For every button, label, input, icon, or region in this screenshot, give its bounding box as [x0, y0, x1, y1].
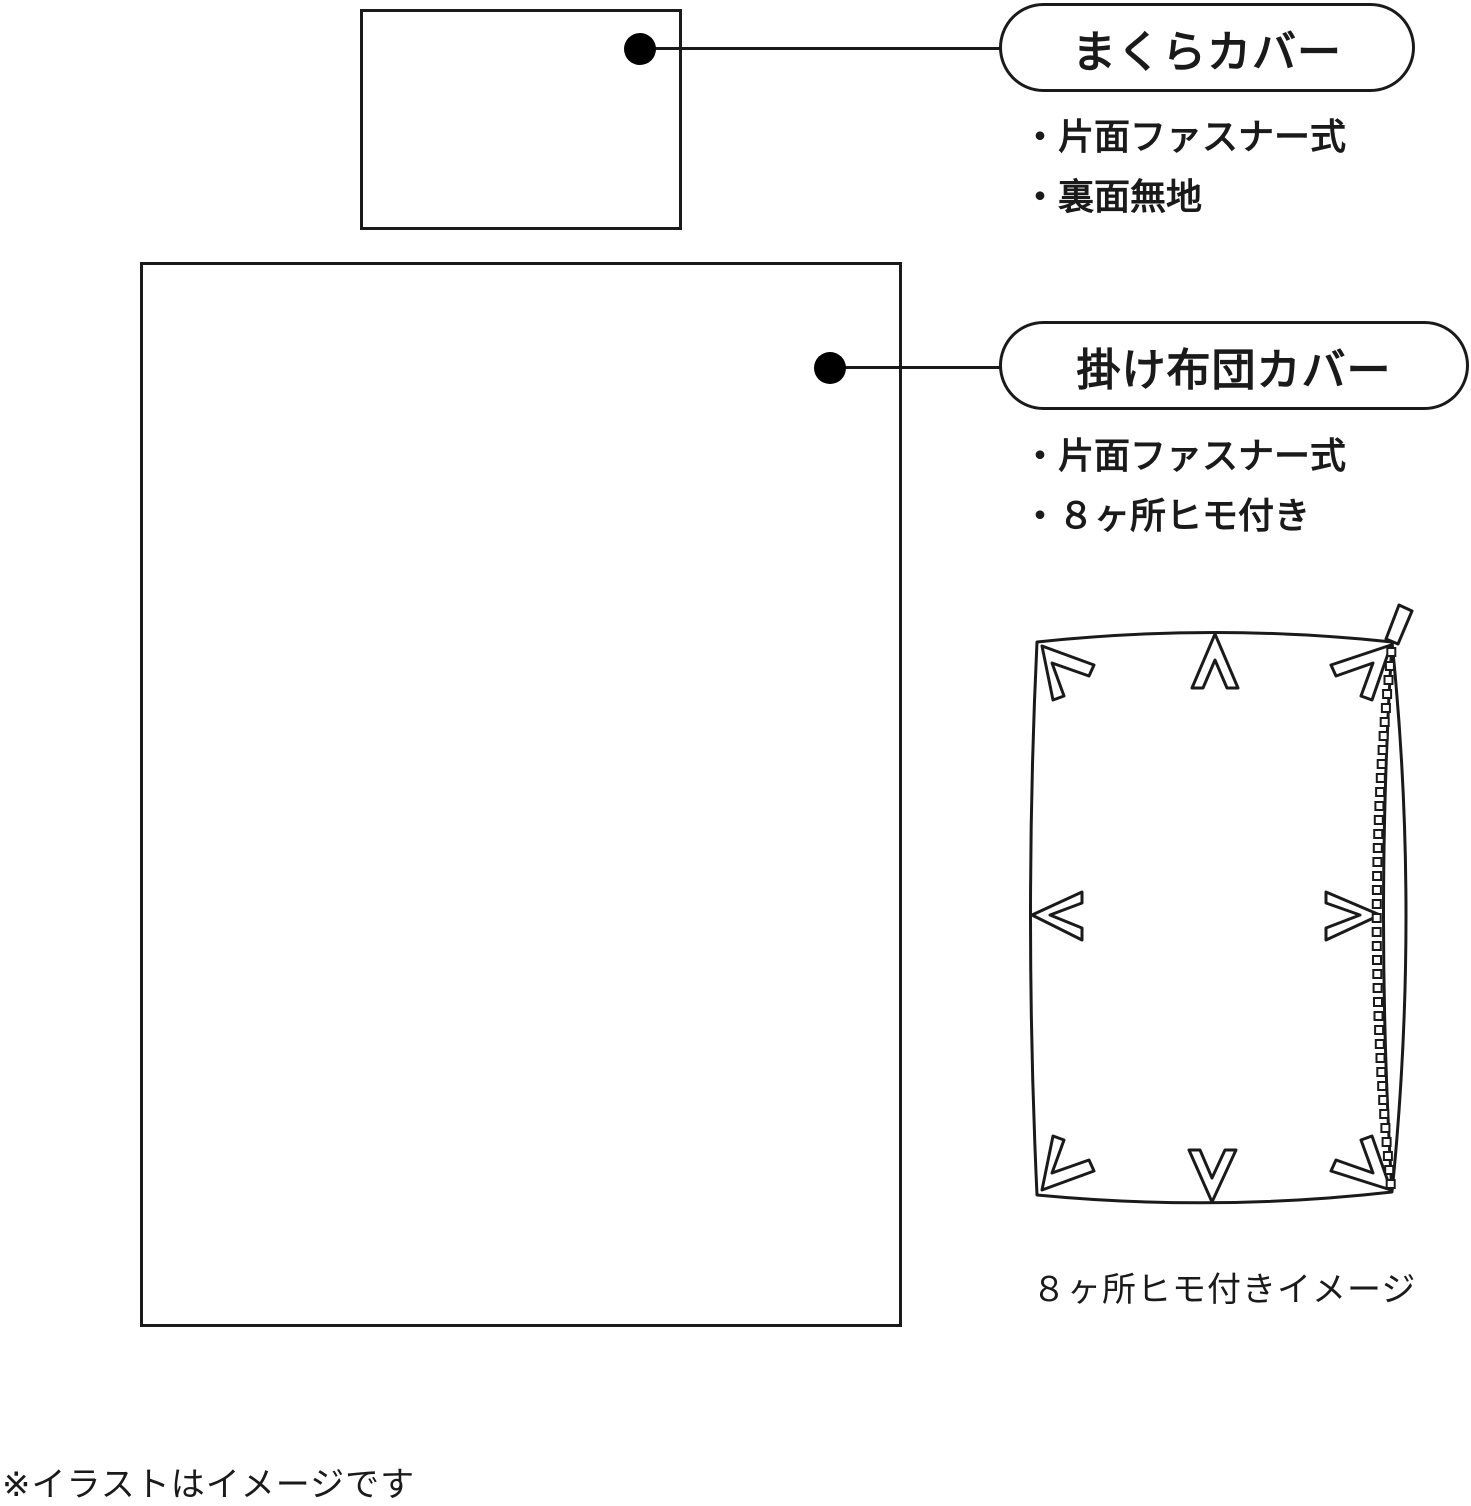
tie-icon: [1030, 890, 1084, 942]
zipper-tooth: [1371, 885, 1382, 895]
zipper-tooth: [1373, 1011, 1384, 1021]
zipper-tooth: [1372, 843, 1383, 853]
futon-cover-marker-dot: [814, 352, 846, 384]
zipper-tooth: [1371, 899, 1382, 909]
zipper-tooth: [1372, 955, 1382, 965]
illustration-note: ※イラストはイメージです: [2, 1465, 416, 1505]
tie-icon: [1329, 1134, 1393, 1192]
zipper-tooth: [1372, 969, 1383, 979]
zipper-pull-icon: [1384, 603, 1414, 646]
zipper-tooth: [1371, 913, 1382, 923]
tie-icon: [1324, 890, 1382, 942]
zipper-tooth: [1379, 717, 1390, 727]
zipper-tooth: [1373, 829, 1384, 839]
zipper-tooth: [1371, 941, 1382, 951]
futon-cover-label: 掛け布団カバー: [999, 321, 1469, 410]
zipper-tooth: [1381, 1137, 1392, 1147]
zipper-tooth: [1382, 689, 1393, 699]
zipper-tooth: [1379, 1109, 1390, 1119]
zipper-tooth: [1375, 787, 1386, 797]
zipper-tooth: [1382, 1151, 1393, 1161]
zipper-tooth: [1378, 731, 1389, 741]
zipper-tooth: [1385, 1179, 1396, 1189]
zipper-tooth: [1374, 801, 1385, 811]
zipper-tooth: [1380, 703, 1391, 713]
zipper-tooth: [1372, 983, 1383, 993]
zipper-tooth: [1375, 773, 1386, 783]
zipper-tooth: [1377, 745, 1388, 755]
tie-icon: [1040, 1134, 1096, 1192]
pillow-cover-marker-dot: [624, 33, 656, 65]
zipper-tooth: [1376, 759, 1387, 769]
zipper-tooth: [1380, 1123, 1391, 1133]
zipper-tooth: [1376, 1067, 1387, 1077]
zipper-tooth: [1377, 1081, 1388, 1091]
zipper-tooth: [1373, 997, 1383, 1007]
futon-cover-leader-line: [830, 366, 1002, 369]
tie-icon: [1187, 1148, 1238, 1204]
zipper-tooth: [1373, 815, 1384, 825]
zipper-tooth: [1383, 675, 1394, 685]
futon-cover-features: 片面ファスナー式 ８ヶ所ヒモ付き: [1022, 427, 1346, 547]
futon-cover-feature: 片面ファスナー式: [1022, 427, 1346, 487]
zipper-tooth: [1371, 927, 1382, 937]
zipper-tooth: [1384, 1165, 1395, 1175]
tie-positions-illustration: [1029, 603, 1414, 1205]
futon-cover-shape: [140, 262, 902, 1327]
tie-icon: [1190, 632, 1240, 690]
pillow-cover-feature: 裏面無地: [1022, 168, 1346, 228]
pillow-cover-label: まくらカバー: [999, 3, 1415, 92]
zipper-tooth: [1374, 1039, 1385, 1049]
zipper-tooth: [1386, 647, 1397, 657]
pillow-cover-leader-line: [640, 47, 1002, 50]
pillow-cover-feature: 片面ファスナー式: [1022, 108, 1346, 168]
zipper-tooth: [1374, 1025, 1385, 1035]
pillow-cover-features: 片面ファスナー式 裏面無地: [1022, 108, 1346, 228]
zipper-tooth: [1384, 661, 1395, 671]
futon-cover-feature: ８ヶ所ヒモ付き: [1022, 487, 1346, 547]
zipper-tooth: [1375, 1053, 1386, 1063]
zipper-tooth: [1372, 871, 1383, 881]
zipper-tooth: [1372, 857, 1383, 867]
tie-icon: [1040, 644, 1096, 702]
zipper-tooth: [1378, 1095, 1389, 1105]
tie-icon: [1329, 643, 1393, 702]
zipper-teeth: [1371, 647, 1397, 1189]
tie-illustration-caption: ８ヶ所ヒモ付きイメージ: [1032, 1270, 1417, 1310]
